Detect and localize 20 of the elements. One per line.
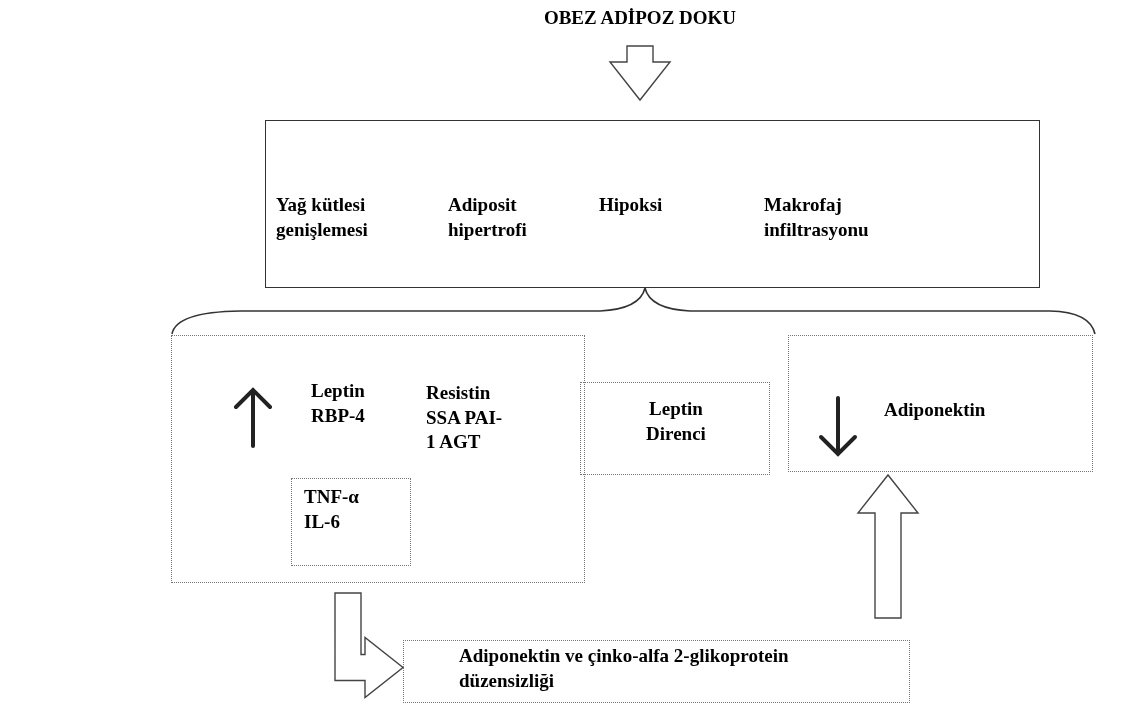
node-text: Yağ kütlesi genişlemesi (276, 193, 369, 242)
node-text: Adiponektin ve çinko-alfa 2-glikoprotein düzensizliği (459, 644, 790, 693)
process-box (291, 478, 411, 566)
node-text: Adiponektin (884, 398, 987, 422)
block-arrow (856, 473, 920, 619)
diagram-heading: OBEZ ADİPOZ DOKU (542, 6, 738, 30)
node-text: Makrofaj infiltrasyonu (764, 193, 870, 242)
block-arrow (608, 45, 672, 102)
node-text: Adiposit hipertrofi (448, 193, 528, 242)
process-box (171, 335, 585, 583)
node-text: TNF-α IL-6 (304, 485, 360, 534)
process-box (403, 640, 910, 703)
node-text: Leptin Direnci (645, 397, 707, 446)
process-box (788, 335, 1093, 472)
block-arrow (334, 592, 405, 699)
node-text: Hipoksi (599, 193, 664, 217)
node-text: Leptin RBP-4 (311, 379, 366, 428)
process-box (580, 382, 770, 475)
node-text: Resistin SSA PAI-1 AGT (426, 381, 504, 455)
process-box (265, 120, 1040, 288)
